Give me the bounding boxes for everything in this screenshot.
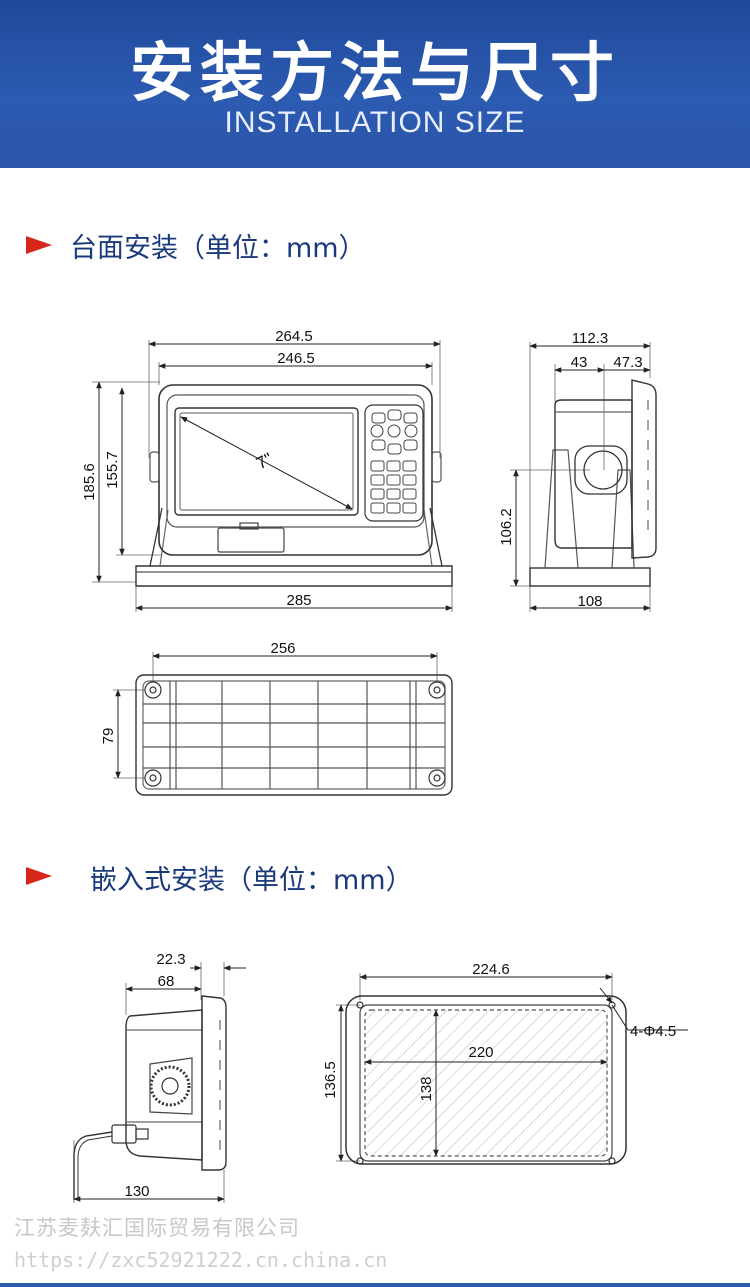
- dim-246-5: 246.5: [277, 350, 315, 367]
- dim-130: 130: [124, 1183, 149, 1200]
- desk-front-dimensions: 264.5 246.5 185.6 155.7 7" 285: [81, 328, 315, 609]
- flush-side-view: [73, 962, 246, 1203]
- page-title: 安装方法与尺寸: [130, 37, 620, 111]
- section-arrow-icon: [26, 867, 52, 885]
- desk-front-view: [92, 340, 453, 612]
- dim-112-3: 112.3: [572, 330, 608, 347]
- watermark-company: 江苏麦麸汇国际贸易有限公司: [14, 1216, 300, 1240]
- flush-front-dimensions: 224.6 220 136.5 138 4-Φ4.5: [322, 961, 676, 1102]
- dim-79: 79: [100, 728, 117, 745]
- dim-108: 108: [577, 593, 602, 610]
- dim-224-6: 224.6: [472, 961, 510, 978]
- dim-136-5: 136.5: [322, 1061, 339, 1099]
- dim-285: 285: [286, 592, 311, 609]
- dim-22-3: 22.3: [156, 951, 185, 968]
- footer-line: [0, 1283, 750, 1287]
- dim-256: 256: [270, 640, 295, 657]
- page-subtitle: INSTALLATION SIZE: [224, 106, 526, 139]
- dim-220: 220: [468, 1044, 493, 1061]
- desk-side-view: [510, 342, 657, 612]
- section-title-desk: 台面安装（单位：mm）: [70, 233, 366, 264]
- watermark-url: https://zxc52921222.cn.china.cn: [14, 1248, 388, 1272]
- section-title-flush: 嵌入式安装（单位：mm）: [90, 865, 413, 896]
- flush-front-view: [336, 973, 688, 1165]
- desk-bottom-dimensions: 256 79: [100, 640, 296, 744]
- flush-side-dimensions: 22.3 68 130: [124, 951, 185, 1200]
- screen-size-label: 7": [253, 449, 276, 473]
- dim-138: 138: [418, 1076, 435, 1101]
- desk-bottom-view: [113, 652, 453, 796]
- dim-43: 43: [571, 354, 588, 371]
- dim-155-7: 155.7: [104, 451, 121, 489]
- header-banner: 安装方法与尺寸 INSTALLATION SIZE: [0, 0, 750, 168]
- dim-106-2: 106.2: [498, 508, 515, 546]
- dim-185-6: 185.6: [81, 463, 98, 501]
- desk-side-dimensions: 112.3 43 47.3 106.2 108: [498, 330, 643, 610]
- hole-callout: 4-Φ4.5: [630, 1023, 676, 1040]
- dim-68: 68: [158, 973, 175, 990]
- section-arrow-icon: [26, 236, 52, 254]
- dim-264-5: 264.5: [275, 328, 313, 345]
- dim-47-3: 47.3: [613, 354, 642, 371]
